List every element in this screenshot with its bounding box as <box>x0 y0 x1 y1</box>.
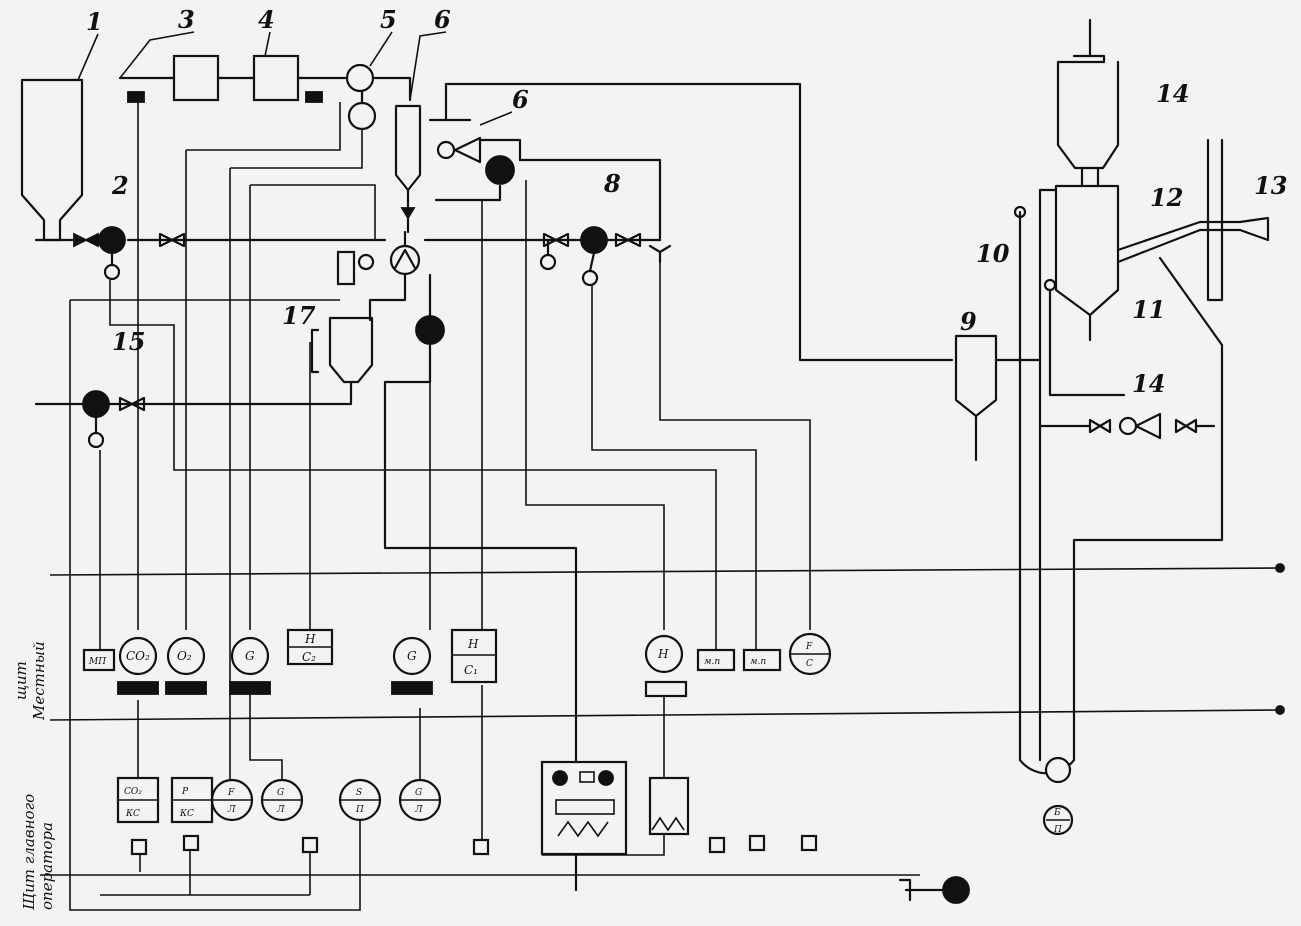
label-13: 13 <box>1254 171 1287 200</box>
bot-p-top: P <box>181 787 189 797</box>
g-indicator-1 <box>230 636 270 676</box>
o2-label: O₂ <box>177 649 192 663</box>
bot-p-bot: КС <box>179 809 194 819</box>
label-5: 5 <box>380 5 397 34</box>
motor-2 <box>103 263 121 281</box>
right-top-label: Б <box>1053 808 1061 818</box>
local-panel-caption: Местный щит <box>12 641 48 721</box>
pump-bottom <box>942 876 970 904</box>
separator-16 <box>485 155 515 185</box>
unit-9 <box>954 334 998 418</box>
h-indicator <box>644 634 684 674</box>
main-panel-line2: оператора <box>38 822 56 910</box>
unit-4-box <box>252 54 300 102</box>
hc2-bot: C₁ <box>464 663 478 677</box>
column-6 <box>394 104 422 192</box>
label-11: 11 <box>1132 295 1165 324</box>
pump-8 <box>580 226 608 254</box>
label-1: 1 <box>86 7 103 36</box>
bot-f-bot: Л <box>227 805 236 815</box>
g2-label: G <box>407 649 417 663</box>
bot-g-bot: Л <box>276 805 285 815</box>
hc1-instrument <box>450 628 498 684</box>
pump-15 <box>82 390 110 418</box>
motor-8 <box>581 269 599 287</box>
motor-5 <box>347 101 377 131</box>
o2-analyzer <box>166 636 206 676</box>
hc1-top: H <box>304 632 316 646</box>
g1-label: G <box>245 649 255 663</box>
mp-label: МП <box>88 657 106 667</box>
bot-co2-bot: КС <box>125 809 140 819</box>
label-17: 17 <box>282 301 316 330</box>
bunker-1 <box>20 78 84 242</box>
label-4: 4 <box>258 5 275 34</box>
sensor-top-left <box>127 91 145 103</box>
pump-5 <box>345 63 375 93</box>
label-6: 6 <box>434 5 451 34</box>
label-2: 2 <box>111 171 129 200</box>
right-bot-label: П <box>1053 825 1062 835</box>
label-12: 12 <box>1150 183 1183 212</box>
valve-16 <box>436 140 456 160</box>
bunker-11 <box>1056 54 1120 170</box>
local-panel-line1: Местный <box>30 641 48 721</box>
bot-g2-top: G <box>415 788 422 798</box>
label-8: 8 <box>603 169 621 198</box>
mp-instrument <box>82 648 116 672</box>
label-15: 15 <box>112 327 145 356</box>
bot-s-top: S <box>356 788 362 798</box>
co2-analyzer <box>118 636 158 676</box>
label-6b: 6 <box>512 85 529 114</box>
hc2-top: H <box>467 637 479 651</box>
label-10: 10 <box>976 239 1010 268</box>
regulator-17 <box>336 250 356 286</box>
main-panel-line1: Щит главного <box>20 794 38 910</box>
mp-instrument-3 <box>742 648 782 672</box>
hc1-bot: C₂ <box>302 650 316 664</box>
tank-17 <box>328 316 374 384</box>
drum-right <box>415 315 445 345</box>
mp-instrument-2 <box>696 648 736 672</box>
fc-bot: C <box>806 659 813 669</box>
label-9: 9 <box>960 307 977 336</box>
main-panel-caption: Щит главного оператора <box>20 794 56 910</box>
g-indicator-2 <box>392 636 432 676</box>
label-11b: 14 <box>1156 79 1189 108</box>
h-label: H <box>657 647 669 661</box>
unit-3-box <box>172 54 220 102</box>
local-panel-line2: щит <box>12 661 30 700</box>
apparatus-12 <box>1054 184 1120 317</box>
bot-g-top: G <box>277 788 284 798</box>
pump-2 <box>98 226 126 254</box>
motor-15 <box>87 431 105 449</box>
mp2-label: м.п <box>704 657 720 667</box>
mp3-label: м.п <box>750 657 766 667</box>
label-14: 14 <box>1132 369 1165 398</box>
bot-g2-bot: Л <box>414 805 423 815</box>
bot-s-bot: П <box>355 805 364 815</box>
label-3: 3 <box>178 5 195 34</box>
bot-co2-top: CO₂ <box>124 787 142 797</box>
sensor-top-right <box>305 91 323 103</box>
co2-label: CO₂ <box>126 649 150 663</box>
fc-top: F <box>805 642 813 652</box>
bot-f-top: F <box>227 788 235 798</box>
